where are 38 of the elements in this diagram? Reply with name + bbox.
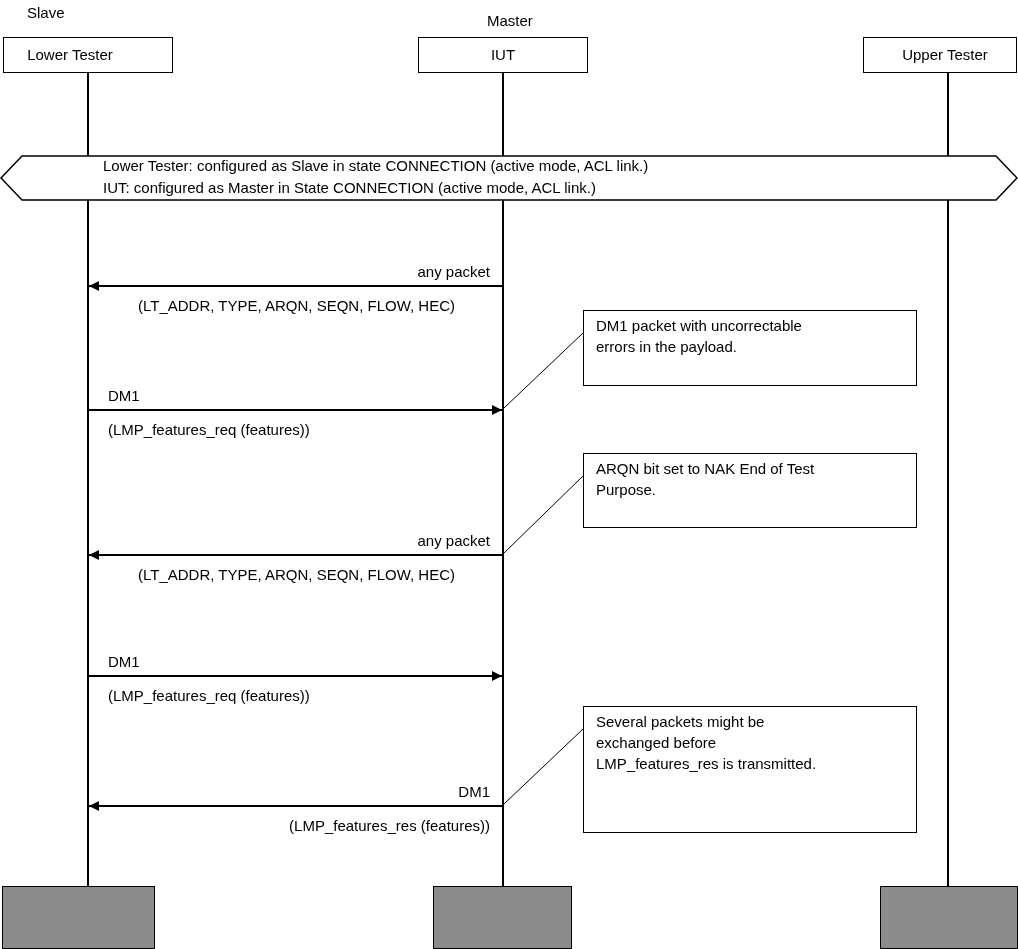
note-text: ARQN bit set to NAK End of Test Purpose. xyxy=(596,459,816,500)
condition-text: IUT: configured as Master in State CONNECTION (active mode, ACL link.) xyxy=(103,178,597,198)
message-arrow xyxy=(88,405,503,415)
message-parameters: (LT_ADDR, TYPE, ARQN, SEQN, FLOW, HEC) xyxy=(138,296,456,316)
lifeline-end-bar xyxy=(2,886,155,949)
message-label: DM1 xyxy=(108,652,140,672)
message-label: DM1 xyxy=(108,386,140,406)
note-box xyxy=(583,706,917,833)
message-arrow xyxy=(88,801,503,811)
message-arrow xyxy=(88,671,503,681)
lifeline-end-bar xyxy=(433,886,572,949)
lifeline xyxy=(87,73,89,886)
note-text: DM1 packet with uncorrectable errors in the payload. xyxy=(596,316,803,357)
participant-name: Lower Tester xyxy=(27,44,113,65)
note-text: Several packets might be exchanged before LMP_features_res is transmitted. xyxy=(596,712,818,774)
participant-name: IUT xyxy=(490,44,516,65)
lifeline xyxy=(502,73,504,886)
participant-name: Upper Tester xyxy=(902,44,988,65)
message-label: DM1 xyxy=(458,782,490,802)
message-label: any packet xyxy=(417,262,490,282)
lifeline xyxy=(947,73,949,886)
condition-text: Lower Tester: configured as Slave in state CONNECTION (active mode, ACL link.) xyxy=(103,156,649,176)
note-box xyxy=(583,453,917,528)
message-parameters: (LMP_features_req (features)) xyxy=(108,420,311,440)
lifeline-header-box xyxy=(863,37,1017,73)
role-label: Slave xyxy=(27,3,65,23)
message-parameters: (LT_ADDR, TYPE, ARQN, SEQN, FLOW, HEC) xyxy=(138,565,456,585)
note-box xyxy=(583,310,917,386)
message-arrow xyxy=(88,281,503,291)
message-arrow xyxy=(88,550,503,560)
message-parameters: (LMP_features_res (features)) xyxy=(288,816,490,836)
leader-line xyxy=(503,332,584,409)
lifeline-end-bar xyxy=(880,886,1018,949)
message-parameters: (LMP_features_req (features)) xyxy=(108,686,311,706)
message-label: any packet xyxy=(417,531,490,551)
role-label: Master xyxy=(487,11,533,31)
leader-line xyxy=(503,728,584,805)
leader-line xyxy=(503,475,584,554)
